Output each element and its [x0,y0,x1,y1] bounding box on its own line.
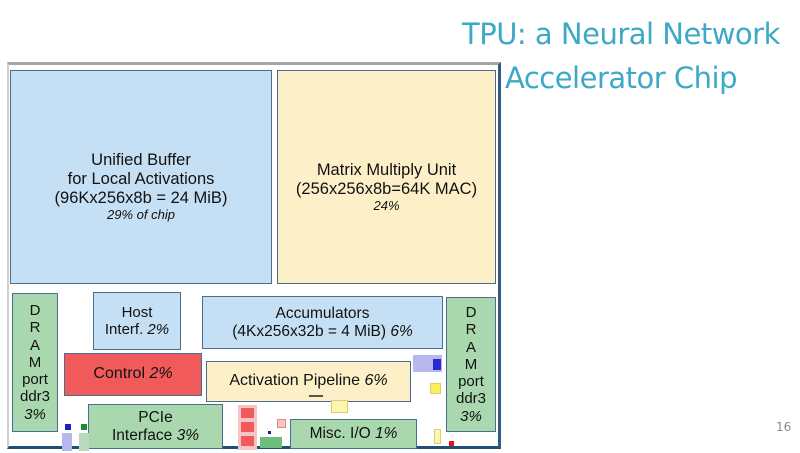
dram-left-letter-a: A [29,336,40,354]
small-red-dot [449,441,454,446]
control-label: Control [93,365,145,383]
matrix-multiply-size: (256x256x8b=64K MAC) [295,179,478,198]
tpu-floorplan: Unified Buffer for Local Activations (96… [7,62,501,451]
pcie-pct: 3% [176,426,200,444]
host-interface-label: Interf. 2% [105,321,169,338]
dram-right-letter-d: D [465,304,477,322]
pcie-title: PCIe [138,408,173,426]
dram-left-letter-d: D [29,302,41,320]
dram-right-pct: 3% [460,407,482,425]
matrix-multiply-pct: 24% [373,197,400,213]
accumulators-label: (4Kx256x32b = 4 MiB) 6% [232,323,413,341]
misc-io-block: Misc. I/O 1% [290,419,417,449]
small-yellow-cell-b [430,383,441,394]
accumulators-size: (4Kx256x32b = 4 MiB) [232,322,387,340]
matrix-multiply-title: Matrix Multiply Unit [316,160,457,179]
small-lavender-cell [62,433,72,451]
pcie-label: Interface 3% [112,427,199,445]
activation-pipeline-wrap: Activation Pipeline 6% [229,372,387,390]
unified-buffer-subtitle: for Local Activations [67,170,215,189]
activation-pipeline-label: Activation Pipeline [229,372,361,390]
unified-buffer-pct: 29% of chip [107,206,175,222]
accumulators-title: Accumulators [275,304,370,322]
small-yellow-cell-c [434,429,441,444]
misc-io-label: Misc. I/O [309,425,371,443]
matrix-multiply-block: Matrix Multiply Unit (256x256x8b=64K MAC… [277,70,496,284]
misc-io-wrap: Misc. I/O 1% [310,425,398,443]
small-yellow-cell-a [331,400,348,413]
dram-left-port: port [22,371,48,389]
dram-left-type: ddr3 [19,388,51,406]
dram-port-right-block: D R A M port ddr3 3% [446,297,496,432]
slide-title-line2: Accelerator Chip [505,61,738,95]
dram-right-letter-a: A [465,338,476,356]
unified-buffer-size: (96Kx256x8b = 24 MiB) [54,189,228,208]
small-lightgreen-cell [79,433,89,451]
slide-title-line1: TPU: a Neural Network [462,17,780,51]
small-pink-cell [277,419,286,428]
dram-right-type: ddr3 [455,390,487,408]
control-label-wrap: Control 2% [93,365,172,383]
host-interface-pct: 2% [147,321,170,338]
accumulators-block: Accumulators (4Kx256x32b = 4 MiB) 6% [202,296,443,349]
host-interface-title: Host [121,303,153,321]
dram-right-port: port [458,373,484,391]
unified-buffer-block: Unified Buffer for Local Activations (96… [10,70,272,284]
control-block: Control 2% [64,353,202,396]
host-interface-subtitle: Interf. [104,321,144,338]
memory-cell-2 [241,422,254,432]
pcie-subtitle: Interface [111,426,173,444]
host-interface-block: Host Interf. 2% [93,292,181,350]
dram-left-pct: 3% [24,405,46,423]
pcie-interface-block: PCIe Interface 3% [88,404,223,449]
slide-title: TPU: a Neural Network Accelerator Chip [462,12,792,100]
page-number: 16 [776,420,792,434]
small-navy-dot [268,431,271,434]
control-pct: 2% [149,365,173,383]
unified-buffer-title: Unified Buffer [91,151,191,170]
dram-left-letter-m: M [28,353,42,371]
activation-pipeline-pct: 6% [364,372,388,390]
memory-cell-3 [241,436,254,446]
dram-right-letter-r: R [465,321,477,339]
small-green-cell [81,424,87,430]
misc-io-pct: 1% [375,425,398,443]
dram-left-letter-r: R [29,319,41,337]
dram-right-letter-m: M [464,355,478,373]
accumulators-pct: 6% [390,322,413,340]
dram-port-left-block: D R A M port ddr3 3% [12,293,58,432]
activation-pipeline-block: Activation Pipeline 6% [206,361,411,402]
small-dots-row [309,395,323,397]
memory-cell-1 [241,408,254,418]
small-blue-stair [433,359,441,370]
small-blue-cell [65,424,71,430]
small-green-rect [260,437,282,448]
